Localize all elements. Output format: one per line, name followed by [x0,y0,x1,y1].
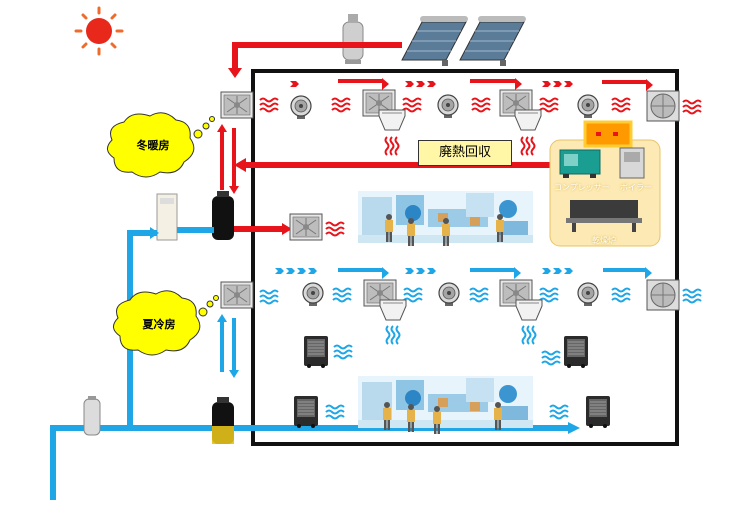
cold-air-arrows [275,267,652,279]
cooler-icon [563,335,589,369]
water-heater-icon [212,397,234,444]
circulator-fan-icon [437,94,459,119]
compressor-label: コンプレッサー [554,183,610,192]
boiler-label: ボイラー [620,183,652,192]
cooler-icon [585,395,611,429]
compressor-icon [559,149,601,178]
waste-heat-recovery-label: 廃熱回収 [418,140,512,166]
exhaust-fan-icon [646,279,680,311]
drying-oven-icon [566,200,642,232]
hot-air-arrows-top [290,78,653,91]
filter-icon [83,396,101,436]
tank-icon [342,14,364,64]
fan-unit-icon [220,91,254,119]
heat-pump-icon [156,193,178,241]
circulator-fan-icon [577,282,599,307]
duct-icon [379,299,407,321]
fan-unit-icon [220,281,254,309]
cooler-icon [303,335,329,369]
hot-water-return-pipe [232,42,402,70]
circulator-fan-icon [438,282,460,307]
fan-unit-icon [289,213,323,241]
boiler-icon [619,147,645,179]
water-heater-icon [212,191,234,240]
factory-building [251,69,679,446]
duct-icon [514,109,542,131]
sun-icon [74,6,124,56]
duct-icon [515,299,543,321]
summer-room-label: 夏冷房 [142,318,176,331]
solar-panel-icon [401,16,526,66]
circulator-fan-icon [290,95,312,120]
winter-room-label: 冬暖房 [136,139,170,152]
cold-water-pipe [50,230,157,500]
circulator-fan-icon [577,94,599,119]
summer-room-bubble [113,290,219,356]
drying-oven-label: 乾燥炉 [592,236,616,245]
exhaust-fan-icon [646,90,680,122]
duct-icon [378,109,406,131]
heat-source-unit [583,120,633,148]
cooler-icon [293,395,319,429]
circulator-fan-icon [302,282,324,307]
winter-room-bubble [107,112,215,178]
